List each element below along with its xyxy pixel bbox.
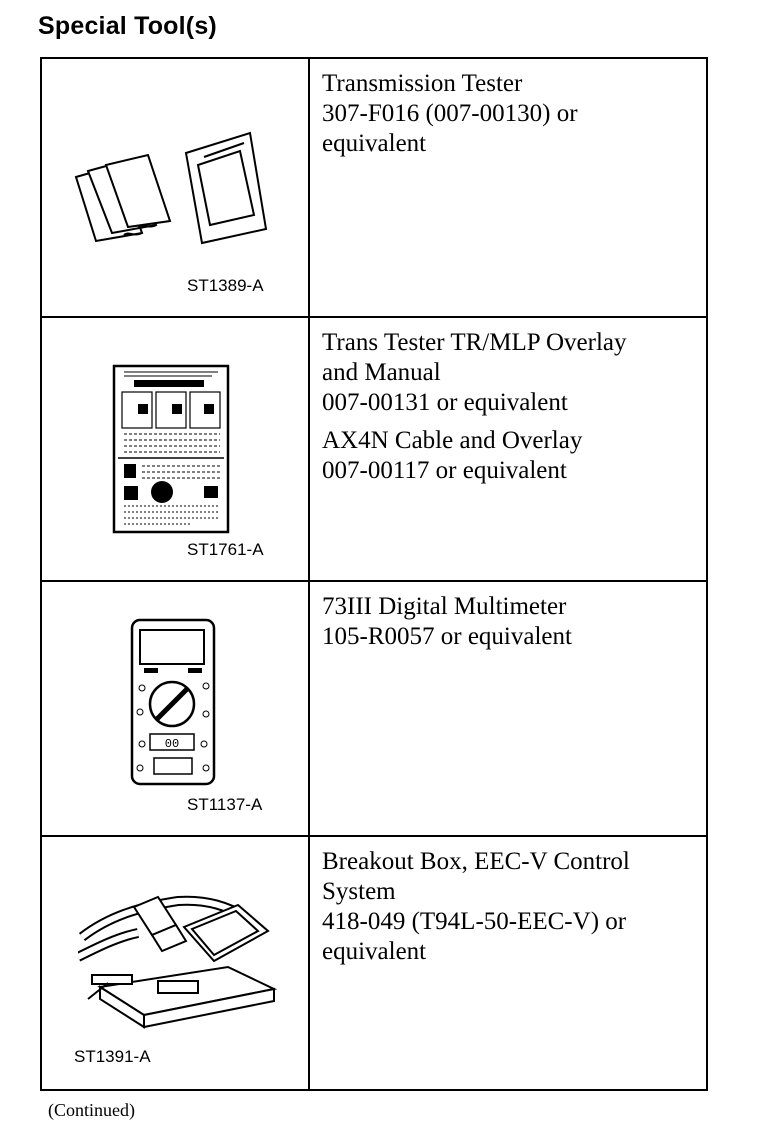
tool-name-alt: AX4N Cable and Overlay	[322, 427, 583, 454]
tool-part-number: 007-00131 or equivalent	[322, 389, 568, 416]
tool-part-number: 418-049 (T94L-50-EEC-V) or	[322, 908, 627, 935]
overlay-manual-icon	[112, 364, 230, 534]
transmission-tester-icon	[74, 131, 268, 245]
tool-image-cell: ST1389-A	[42, 59, 310, 316]
tool-equivalent: equivalent	[322, 130, 427, 157]
tool-row-transmission-tester: ST1389-A Transmission Tester 307-F016 (0…	[42, 59, 706, 318]
tool-part-number: 307-F016 (007-00130) or	[322, 100, 578, 127]
page-title: Special Tool(s)	[38, 12, 217, 40]
tool-description: 73III Digital Multimeter 105-R0057 or eq…	[310, 582, 706, 835]
tool-equivalent: equivalent	[322, 938, 427, 965]
special-tools-table: ST1389-A Transmission Tester 307-F016 (0…	[40, 57, 708, 1091]
tool-row-digital-multimeter: 00 ST1137-A 73III Digital Multimeter 105…	[42, 582, 706, 837]
tool-description: Trans Tester TR/MLP Overlay and Manual 0…	[310, 318, 706, 580]
tool-image-cell: ST1761-A	[42, 318, 310, 580]
tool-row-breakout-box: ST1391-A Breakout Box, EEC-V Control Sys…	[42, 837, 706, 1089]
tool-row-overlay-manual: ST1761-A Trans Tester TR/MLP Overlay and…	[42, 318, 706, 582]
tool-description: Breakout Box, EEC-V Control System 418-0…	[310, 837, 706, 1089]
tool-name-cont: and Manual	[322, 359, 441, 386]
multimeter-display: 00	[165, 737, 179, 751]
tool-part-number-alt: 007-00117 or equivalent	[322, 457, 567, 484]
tool-part-number: 105-R0057 or equivalent	[322, 623, 572, 650]
tool-code: ST1761-A	[187, 540, 264, 559]
tool-code: ST1391-A	[74, 1047, 151, 1066]
tool-name-cont: System	[322, 878, 396, 905]
tool-code: ST1389-A	[187, 276, 264, 295]
breakout-box-icon	[78, 895, 278, 1029]
tool-name: 73III Digital Multimeter	[322, 593, 567, 620]
tool-image-cell: ST1391-A	[42, 837, 310, 1089]
continued-note: (Continued)	[48, 1100, 135, 1120]
tool-image-cell: 00 ST1137-A	[42, 582, 310, 835]
tool-name: Breakout Box, EEC-V Control	[322, 848, 630, 875]
tool-name: Trans Tester TR/MLP Overlay	[322, 329, 627, 356]
digital-multimeter-icon: 00	[130, 618, 216, 786]
tool-name: Transmission Tester	[322, 70, 523, 97]
tool-code: ST1137-A	[187, 795, 263, 814]
tool-description: Transmission Tester 307-F016 (007-00130)…	[310, 59, 706, 316]
